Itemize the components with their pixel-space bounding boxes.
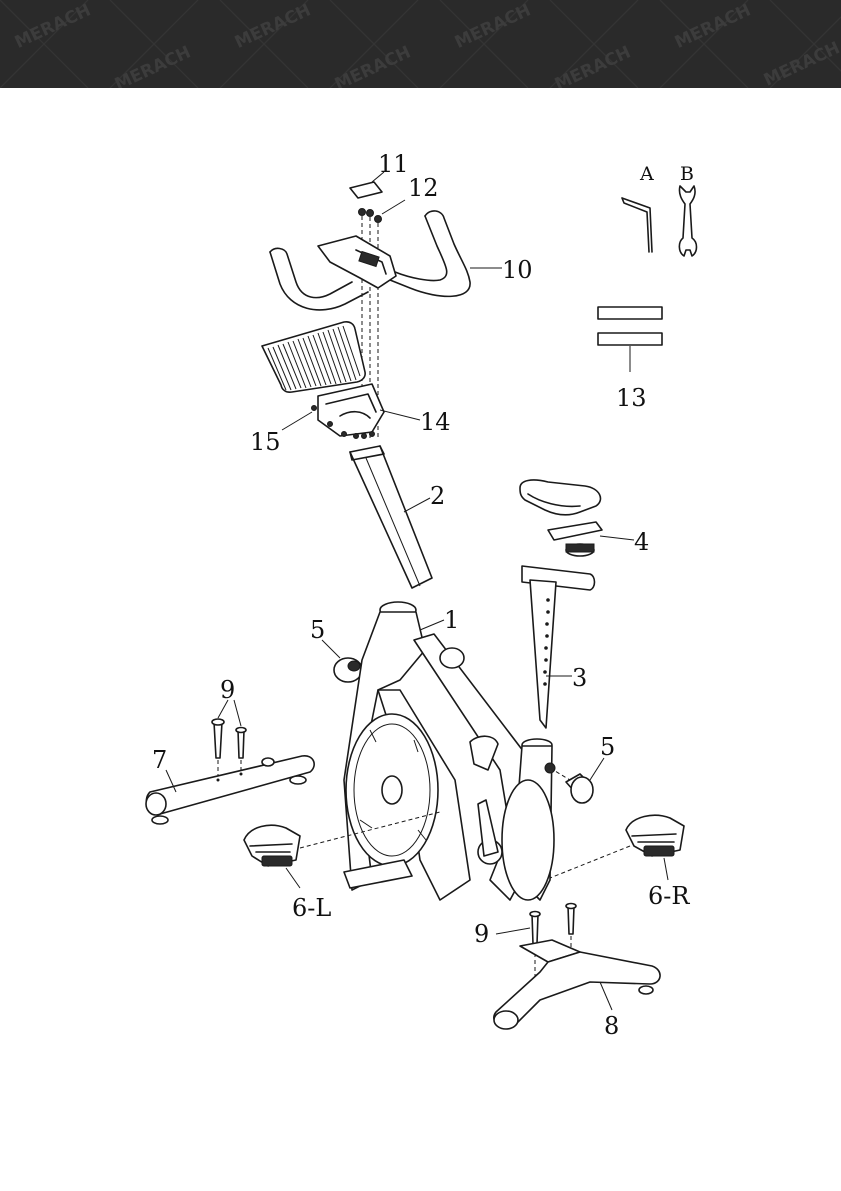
tool-label-b: B xyxy=(680,163,694,185)
handlebar-post-2 xyxy=(350,446,432,588)
part-label-12: 12 xyxy=(408,174,439,202)
handlebar-10 xyxy=(270,211,502,310)
part-label-5-right: 5 xyxy=(600,733,615,761)
allen-key-tool-a xyxy=(622,198,652,252)
watermark-text: MERACH xyxy=(112,42,194,88)
console-bracket-14 xyxy=(318,384,420,436)
right-pedal-6r xyxy=(550,815,684,880)
watermark-text: MERACH xyxy=(332,42,414,88)
part-label-14: 14 xyxy=(420,408,451,436)
part-label-8: 8 xyxy=(604,1012,619,1040)
part-label-2: 2 xyxy=(430,482,445,510)
tool-label-a: A xyxy=(639,163,654,185)
watermark-text: MERACH xyxy=(552,42,634,88)
bolts-9-left xyxy=(212,700,246,778)
part-label-15: 15 xyxy=(250,428,281,456)
part-label-5-left: 5 xyxy=(310,616,325,644)
watermark-pattern: MERACH MERACH MERACH MERACH MERACH MERAC… xyxy=(0,0,841,88)
watermark-text: MERACH xyxy=(672,0,754,53)
seat-post-3 xyxy=(522,566,595,728)
part-label-4: 4 xyxy=(634,528,649,556)
watermark-text: MERACH xyxy=(761,38,841,88)
part-label-11: 11 xyxy=(378,150,409,178)
foam-pads-13 xyxy=(598,307,662,372)
saddle-4 xyxy=(520,480,634,556)
exploded-assembly-diagram: A B 13 11 12 10 xyxy=(0,88,841,1191)
part-label-13: 13 xyxy=(616,384,647,412)
main-frame-1 xyxy=(344,602,554,900)
rear-stabilizer-8 xyxy=(494,940,660,1029)
watermark-text: MERACH xyxy=(452,0,534,53)
watermark-text: MERACH xyxy=(232,0,314,53)
tablet-holder xyxy=(262,322,365,392)
wrench-tool-b xyxy=(679,186,696,256)
front-stabilizer-7 xyxy=(146,756,314,824)
part-label-9-rear: 9 xyxy=(474,920,489,948)
watermark-text: MERACH xyxy=(12,0,94,53)
adjustment-knob-5-right xyxy=(545,758,604,803)
brand-header-banner: MERACH MERACH MERACH MERACH MERACH MERAC… xyxy=(0,0,841,88)
part-label-9-left: 9 xyxy=(220,676,235,704)
part-label-6-right: 6-R xyxy=(648,882,690,910)
part-label-6-left: 6-L xyxy=(292,894,331,922)
part-label-1: 1 xyxy=(444,606,459,634)
part-label-10: 10 xyxy=(502,256,533,284)
part-label-3: 3 xyxy=(572,664,587,692)
part-label-7: 7 xyxy=(152,746,167,774)
